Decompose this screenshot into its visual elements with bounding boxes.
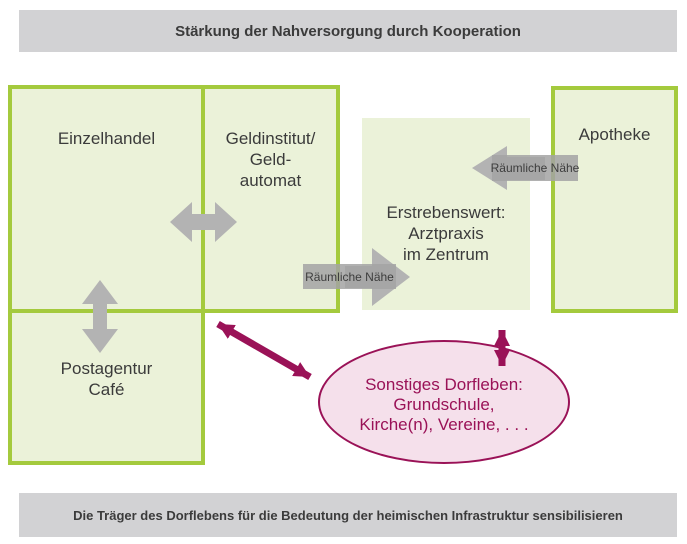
footer-text: Die Träger des Dorflebens für die Bedeut… [73, 507, 623, 523]
proximity-right-label: Räumliche Nähe [490, 161, 580, 175]
ellipse-dorfleben: Sonstiges Dorfleben: Grundschule, Kirche… [318, 340, 570, 464]
proximity-left-ribbon: Räumliche Nähe [303, 264, 396, 289]
ellipse-dorfleben-label: Sonstiges Dorfleben: Grundschule, Kirche… [359, 375, 529, 434]
diagram-title: Stärkung der Nahversorgung durch Koopera… [175, 22, 521, 40]
proximity-left-label: Räumliche Nähe [305, 269, 394, 284]
footer-bar: Die Träger des Dorflebens für die Bedeut… [19, 493, 677, 537]
box-apotheke-label: Apotheke [578, 125, 651, 144]
header-bar: Stärkung der Nahversorgung durch Koopera… [19, 10, 677, 52]
box-einzelhandel: Einzelhandel [8, 85, 205, 313]
box-geldinstitut: Geldinstitut/ Geld- automat [201, 85, 340, 313]
box-einzelhandel-label: Einzelhandel [57, 129, 156, 148]
box-postagentur-label: Postagentur Café [60, 359, 153, 399]
box-postagentur: Postagentur Café [8, 309, 205, 465]
box-geldinstitut-label: Geldinstitut/ Geld- automat [225, 129, 316, 190]
post-dorfleben-double-arrow [216, 320, 312, 381]
proximity-right-ribbon: Räumliche Nähe [490, 155, 580, 181]
box-arztpraxis-label: Erstrebenswert: Arztpraxis im Zentrum [386, 203, 506, 264]
box-apotheke: Apotheke [551, 86, 678, 313]
